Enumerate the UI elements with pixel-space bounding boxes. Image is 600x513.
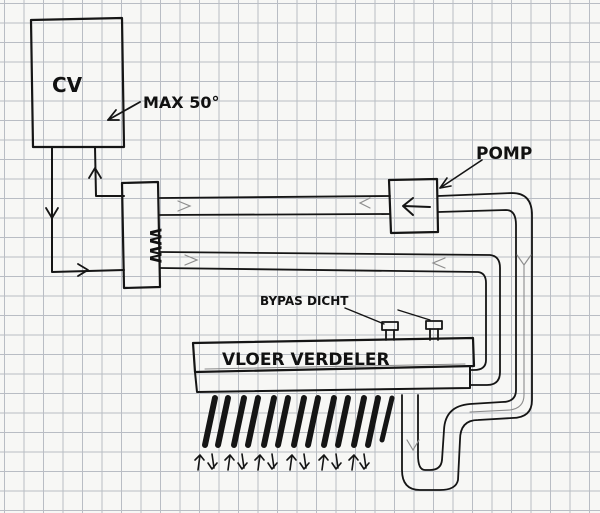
right-arrow-icon [77,263,89,277]
pencil-arrow-icon [406,439,420,452]
up-arrow-icon [194,454,205,471]
pencil-arrow-icon [431,257,446,269]
pencil-arrow-icon [177,200,192,212]
cv-boiler: CV [29,16,126,149]
pencil-arrow-icon [516,254,532,267]
lower-pipe-pair [159,251,501,386]
floor-loop-pipe [365,395,381,448]
bypass-valve-icon [425,320,443,330]
down-arrow-icon [299,453,310,470]
floor-loop-pipe [202,395,218,448]
floor-loop-pipe [335,395,351,448]
floor-manifold: VLOER VERDELER [191,336,476,393]
floor-loop-pipe [291,395,307,448]
bypass-annotation: BYPAS DICHT [260,294,443,341]
up-arrow-icon [88,167,102,179]
floor-loop-pipe [305,395,321,448]
floor-loop-pipe [275,395,291,448]
pump-return-loop [401,192,533,491]
pump: POMP [387,144,532,235]
up-arrow-icon [286,454,297,471]
up-arrow-icon [348,454,359,471]
down-arrow-icon [331,453,342,470]
up-arrow-icon [318,454,329,471]
down-arrow-icon [267,453,278,470]
down-arrow-icon [359,453,370,470]
ww-heat-exchanger: WW [120,180,165,290]
floor-loop-pipes [202,395,395,448]
bypass-valve-icon [381,321,399,331]
floor-loop-pipe [261,395,277,448]
floor-loop-pipe [245,395,261,448]
up-arrow-icon [224,454,235,471]
bypass-label: BYPAS DICHT [260,294,349,308]
cv-label: CV [52,73,83,97]
pomp-label: POMP [476,144,532,164]
floor-loop-pipe [215,395,231,448]
max-temp-label: MAX 50° [143,93,219,112]
floor-flow-arrows [194,453,370,471]
floor-loop-pipe [321,395,337,448]
ww-label: WW [146,228,165,264]
cv-ww-pipes [45,146,125,277]
down-arrow-icon [237,453,248,470]
floor-loop-pipe [231,395,247,448]
up-arrow-icon [254,454,265,471]
floor-loop-pipe [379,395,395,443]
upper-pipe-pair [159,195,391,216]
floor-loop-pipe [351,395,367,448]
pencil-arrow-icon [358,197,371,209]
pencil-arrow-icon [184,254,199,266]
vloerverdeler-label: VLOER VERDELER [222,350,390,370]
max-temp-annotation: MAX 50° [107,93,219,121]
pump-arrow-icon [402,197,414,216]
down-arrow-icon [207,453,218,470]
down-arrow-icon [45,207,59,219]
